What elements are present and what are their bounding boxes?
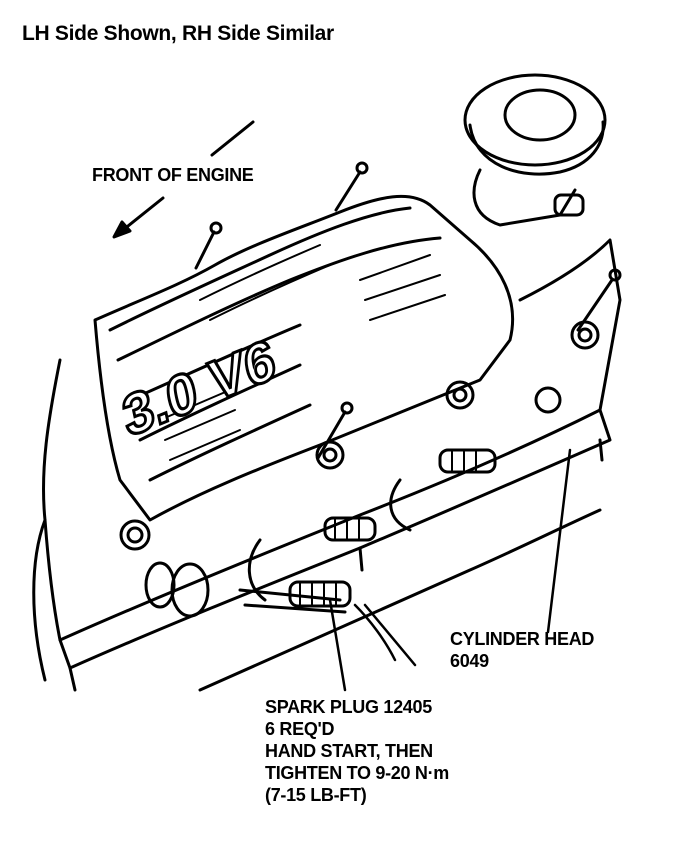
spark-plugs (144, 448, 497, 618)
valve-cover-studs (119, 161, 622, 551)
diagram-title: LH Side Shown, RH Side Similar (22, 22, 334, 45)
spark-plug-instruction: HAND START, THEN (265, 741, 433, 761)
spark-plug-torque-imperial: (7-15 LB-FT) (265, 785, 367, 805)
cylinder-head-part-number: 6049 (450, 651, 489, 671)
cylinder-head-body (32, 238, 622, 692)
front-of-engine-label: FRONT OF ENGINE (92, 165, 254, 185)
front-direction-arrow (112, 120, 255, 239)
cylinder-head-name: CYLINDER HEAD (450, 629, 595, 649)
spark-plug-torque-metric: TIGHTEN TO 9-20 N·m (265, 763, 449, 783)
spark-plug-name: SPARK PLUG 12405 (265, 697, 432, 717)
oil-filler-cap (463, 73, 607, 227)
spark-plug-qty: 6 REQ'D (265, 719, 335, 739)
callout-leaders (328, 448, 572, 692)
spark-plug-callout: SPARK PLUG 12405 6 REQ'D HAND START, THE… (265, 696, 449, 806)
cylinder-head-callout: CYLINDER HEAD 6049 (450, 628, 594, 672)
valve-cover (93, 194, 515, 522)
